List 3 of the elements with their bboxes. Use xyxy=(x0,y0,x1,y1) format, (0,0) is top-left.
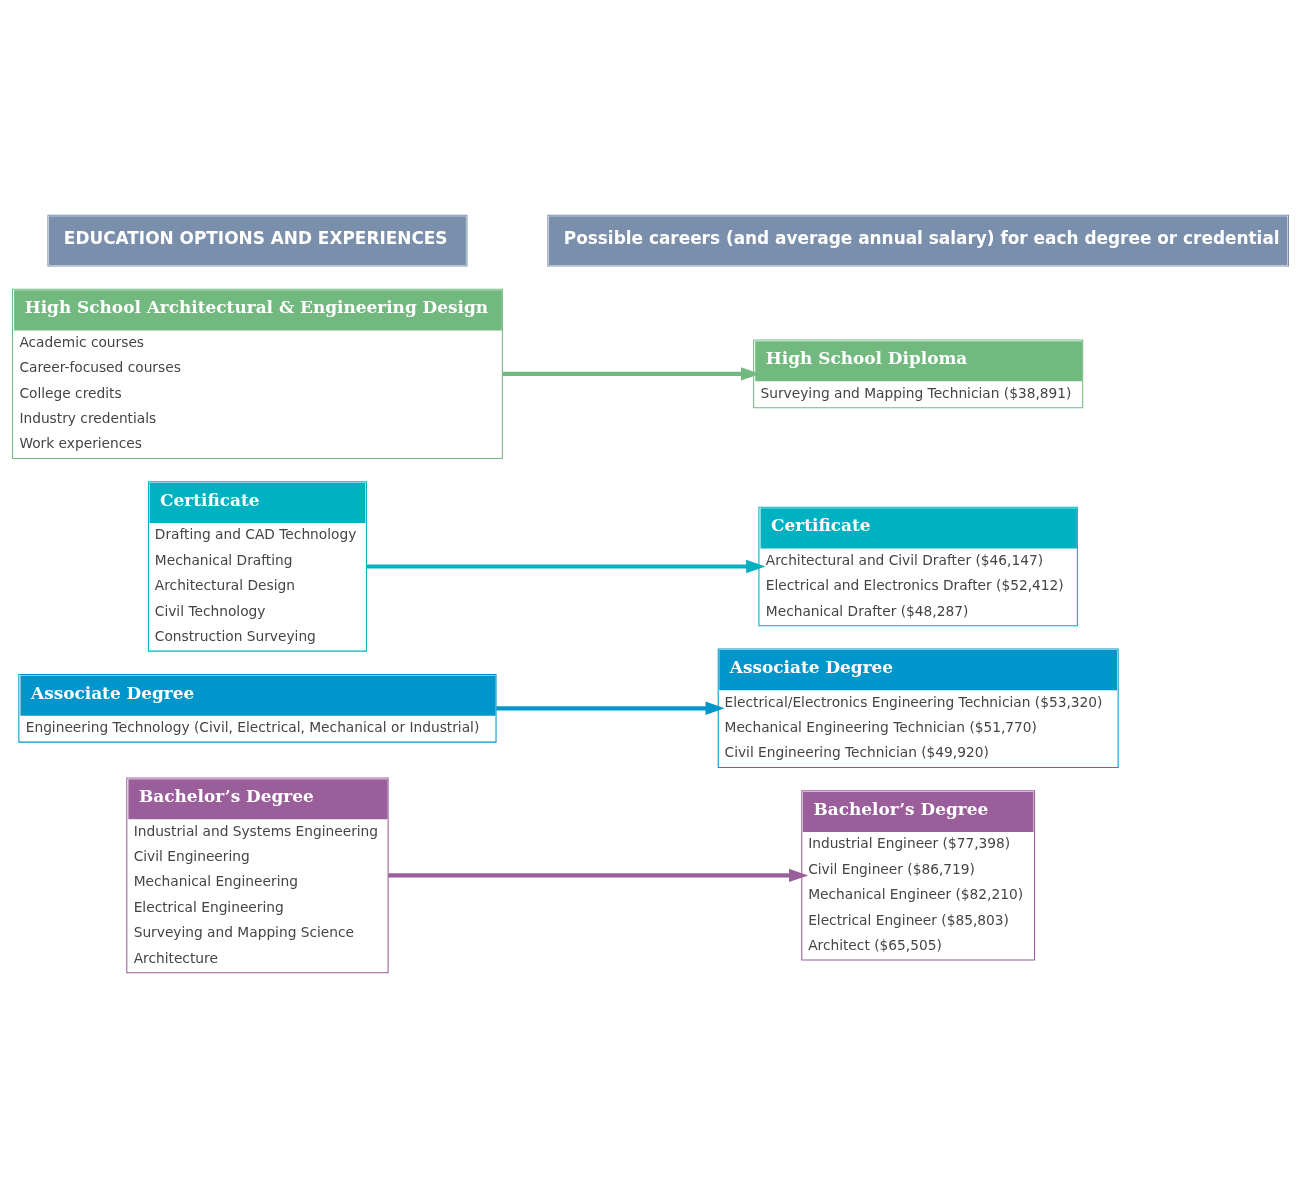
arrow xyxy=(366,559,766,574)
arrow xyxy=(388,868,809,883)
arrow xyxy=(496,701,725,715)
